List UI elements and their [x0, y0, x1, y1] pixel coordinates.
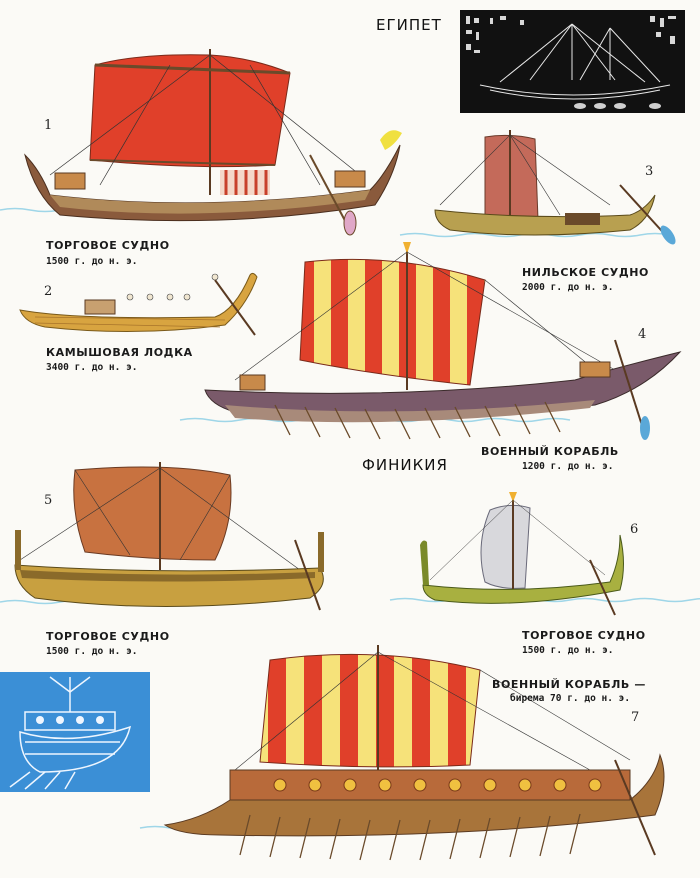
- ship-5-illustration: [14, 462, 324, 611]
- ship-4-illustration: [204, 242, 682, 440]
- ship-3-date: 2000 г. до н. э.: [522, 282, 614, 293]
- ship-7-date: бирема 70 г. до н. э.: [510, 693, 631, 704]
- ship-6-date: 1500 г. до н. э.: [522, 645, 614, 656]
- ship-6-number: 6: [630, 522, 639, 537]
- egyptian-relief-image: [460, 10, 685, 113]
- ship-7-title: ВОЕННЫЙ КОРАБЛЬ —: [492, 678, 646, 691]
- ship-3-illustration: [434, 130, 676, 245]
- ship-7-illustration: [163, 645, 665, 861]
- ship-1-date: 1500 г. до н. э.: [46, 256, 138, 267]
- ship-1-illustration: [24, 49, 402, 236]
- ship-1-number: 1: [44, 118, 53, 133]
- section-phoenicia: ФИНИКИЯ: [362, 456, 448, 474]
- ship-6-title: ТОРГОВОЕ СУДНО: [522, 629, 646, 642]
- ship-5-date: 1500 г. до н. э.: [46, 646, 138, 657]
- ship-1-title: ТОРГОВОЕ СУДНО: [46, 239, 170, 252]
- ship-2-date: 3400 г. до н. э.: [46, 362, 138, 373]
- ship-6-illustration: [420, 492, 624, 616]
- section-egypt: ЕГИПЕТ: [376, 16, 442, 34]
- ship-4-title: ВОЕННЫЙ КОРАБЛЬ: [481, 445, 619, 458]
- ship-2-illustration: [19, 272, 258, 336]
- phoenician-relief-image: [0, 672, 150, 792]
- ship-3-title: НИЛЬСКОЕ СУДНО: [522, 266, 649, 279]
- ship-5-title: ТОРГОВОЕ СУДНО: [46, 630, 170, 643]
- ship-7-number: 7: [631, 710, 640, 725]
- ship-4-number: 4: [638, 327, 647, 342]
- ship-4-date: 1200 г. до н. э.: [522, 461, 614, 472]
- ship-2-title: КАМЫШОВАЯ ЛОДКА: [46, 346, 193, 359]
- ship-5-number: 5: [44, 493, 53, 508]
- ship-2-number: 2: [44, 284, 53, 299]
- ship-3-number: 3: [645, 164, 654, 179]
